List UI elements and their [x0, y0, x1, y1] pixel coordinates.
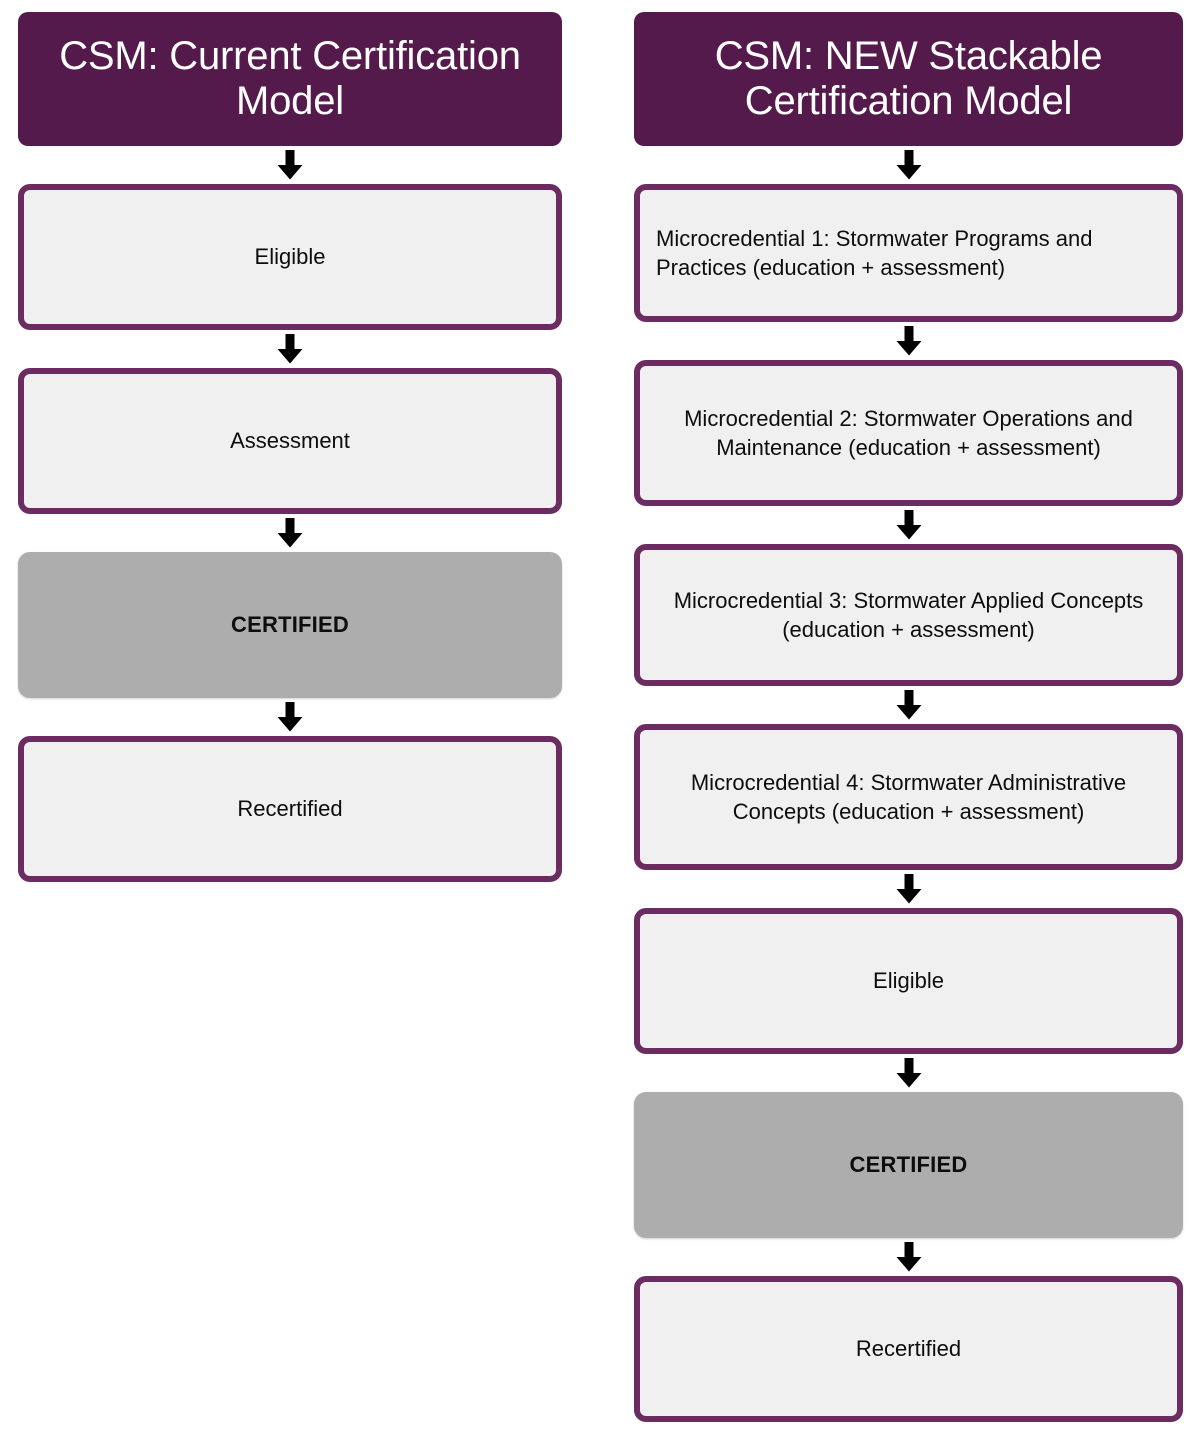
stackable-model-column: CSM: NEW Stackable Certification Model M… [634, 0, 1183, 1422]
node-microcredential-3: Microcredential 3: Stormwater Applied Co… [634, 544, 1183, 686]
connector-arrow-right-0 [634, 146, 1183, 184]
current-model-header: CSM: Current Certification Model [18, 12, 562, 146]
node-label: Microcredential 4: Stormwater Administra… [690, 769, 1127, 824]
node-label: Eligible [254, 244, 326, 270]
node-recertified-stackable: Recertified [634, 1276, 1183, 1422]
node-label: Microcredential 2: Stormwater Operations… [684, 405, 1133, 460]
down-arrow-icon [277, 334, 303, 364]
node-microcredential-4: Microcredential 4: Stormwater Administra… [634, 724, 1183, 870]
node-label: Eligible [873, 968, 944, 994]
node-label: Recertified [237, 796, 343, 822]
stackable-model-header: CSM: NEW Stackable Certification Model [634, 12, 1183, 146]
node-label: CERTIFIED [849, 1152, 968, 1178]
connector-arrow-right-1 [634, 322, 1183, 360]
down-arrow-icon [896, 1058, 921, 1088]
node-label: Assessment [230, 428, 350, 454]
connector-arrow-right-6 [634, 1238, 1183, 1276]
down-arrow-icon [896, 1242, 921, 1272]
down-arrow-icon [896, 690, 921, 720]
down-arrow-icon [896, 510, 921, 540]
node-microcredential-2: Microcredential 2: Stormwater Operations… [634, 360, 1183, 506]
current-model-column: CSM: Current Certification Model Eligibl… [18, 0, 562, 882]
down-arrow-icon [277, 702, 303, 732]
connector-arrow-left-1 [18, 330, 562, 368]
down-arrow-icon [277, 150, 303, 180]
connector-arrow-right-3 [634, 686, 1183, 724]
connector-arrow-right-2 [634, 506, 1183, 544]
connector-arrow-left-0 [18, 146, 562, 184]
node-eligible: Eligible [18, 184, 562, 330]
down-arrow-icon [896, 150, 921, 180]
node-label: Microcredential 3: Stormwater Applied Co… [673, 587, 1144, 642]
node-label: CERTIFIED [231, 612, 349, 638]
node-label: Microcredential 1: Stormwater Programs a… [656, 225, 1093, 280]
connector-arrow-left-2 [18, 514, 562, 552]
node-assessment: Assessment [18, 368, 562, 514]
node-recertified: Recertified [18, 736, 562, 882]
connector-arrow-right-5 [634, 1054, 1183, 1092]
down-arrow-icon [896, 874, 921, 904]
connector-arrow-left-3 [18, 698, 562, 736]
node-eligible-stackable: Eligible [634, 908, 1183, 1054]
connector-arrow-right-4 [634, 870, 1183, 908]
down-arrow-icon [277, 518, 303, 548]
node-certified-stackable: CERTIFIED [634, 1092, 1183, 1238]
node-label: Recertified [855, 1336, 962, 1362]
node-certified: CERTIFIED [18, 552, 562, 698]
node-microcredential-1: Microcredential 1: Stormwater Programs a… [634, 184, 1183, 322]
down-arrow-icon [896, 326, 921, 356]
